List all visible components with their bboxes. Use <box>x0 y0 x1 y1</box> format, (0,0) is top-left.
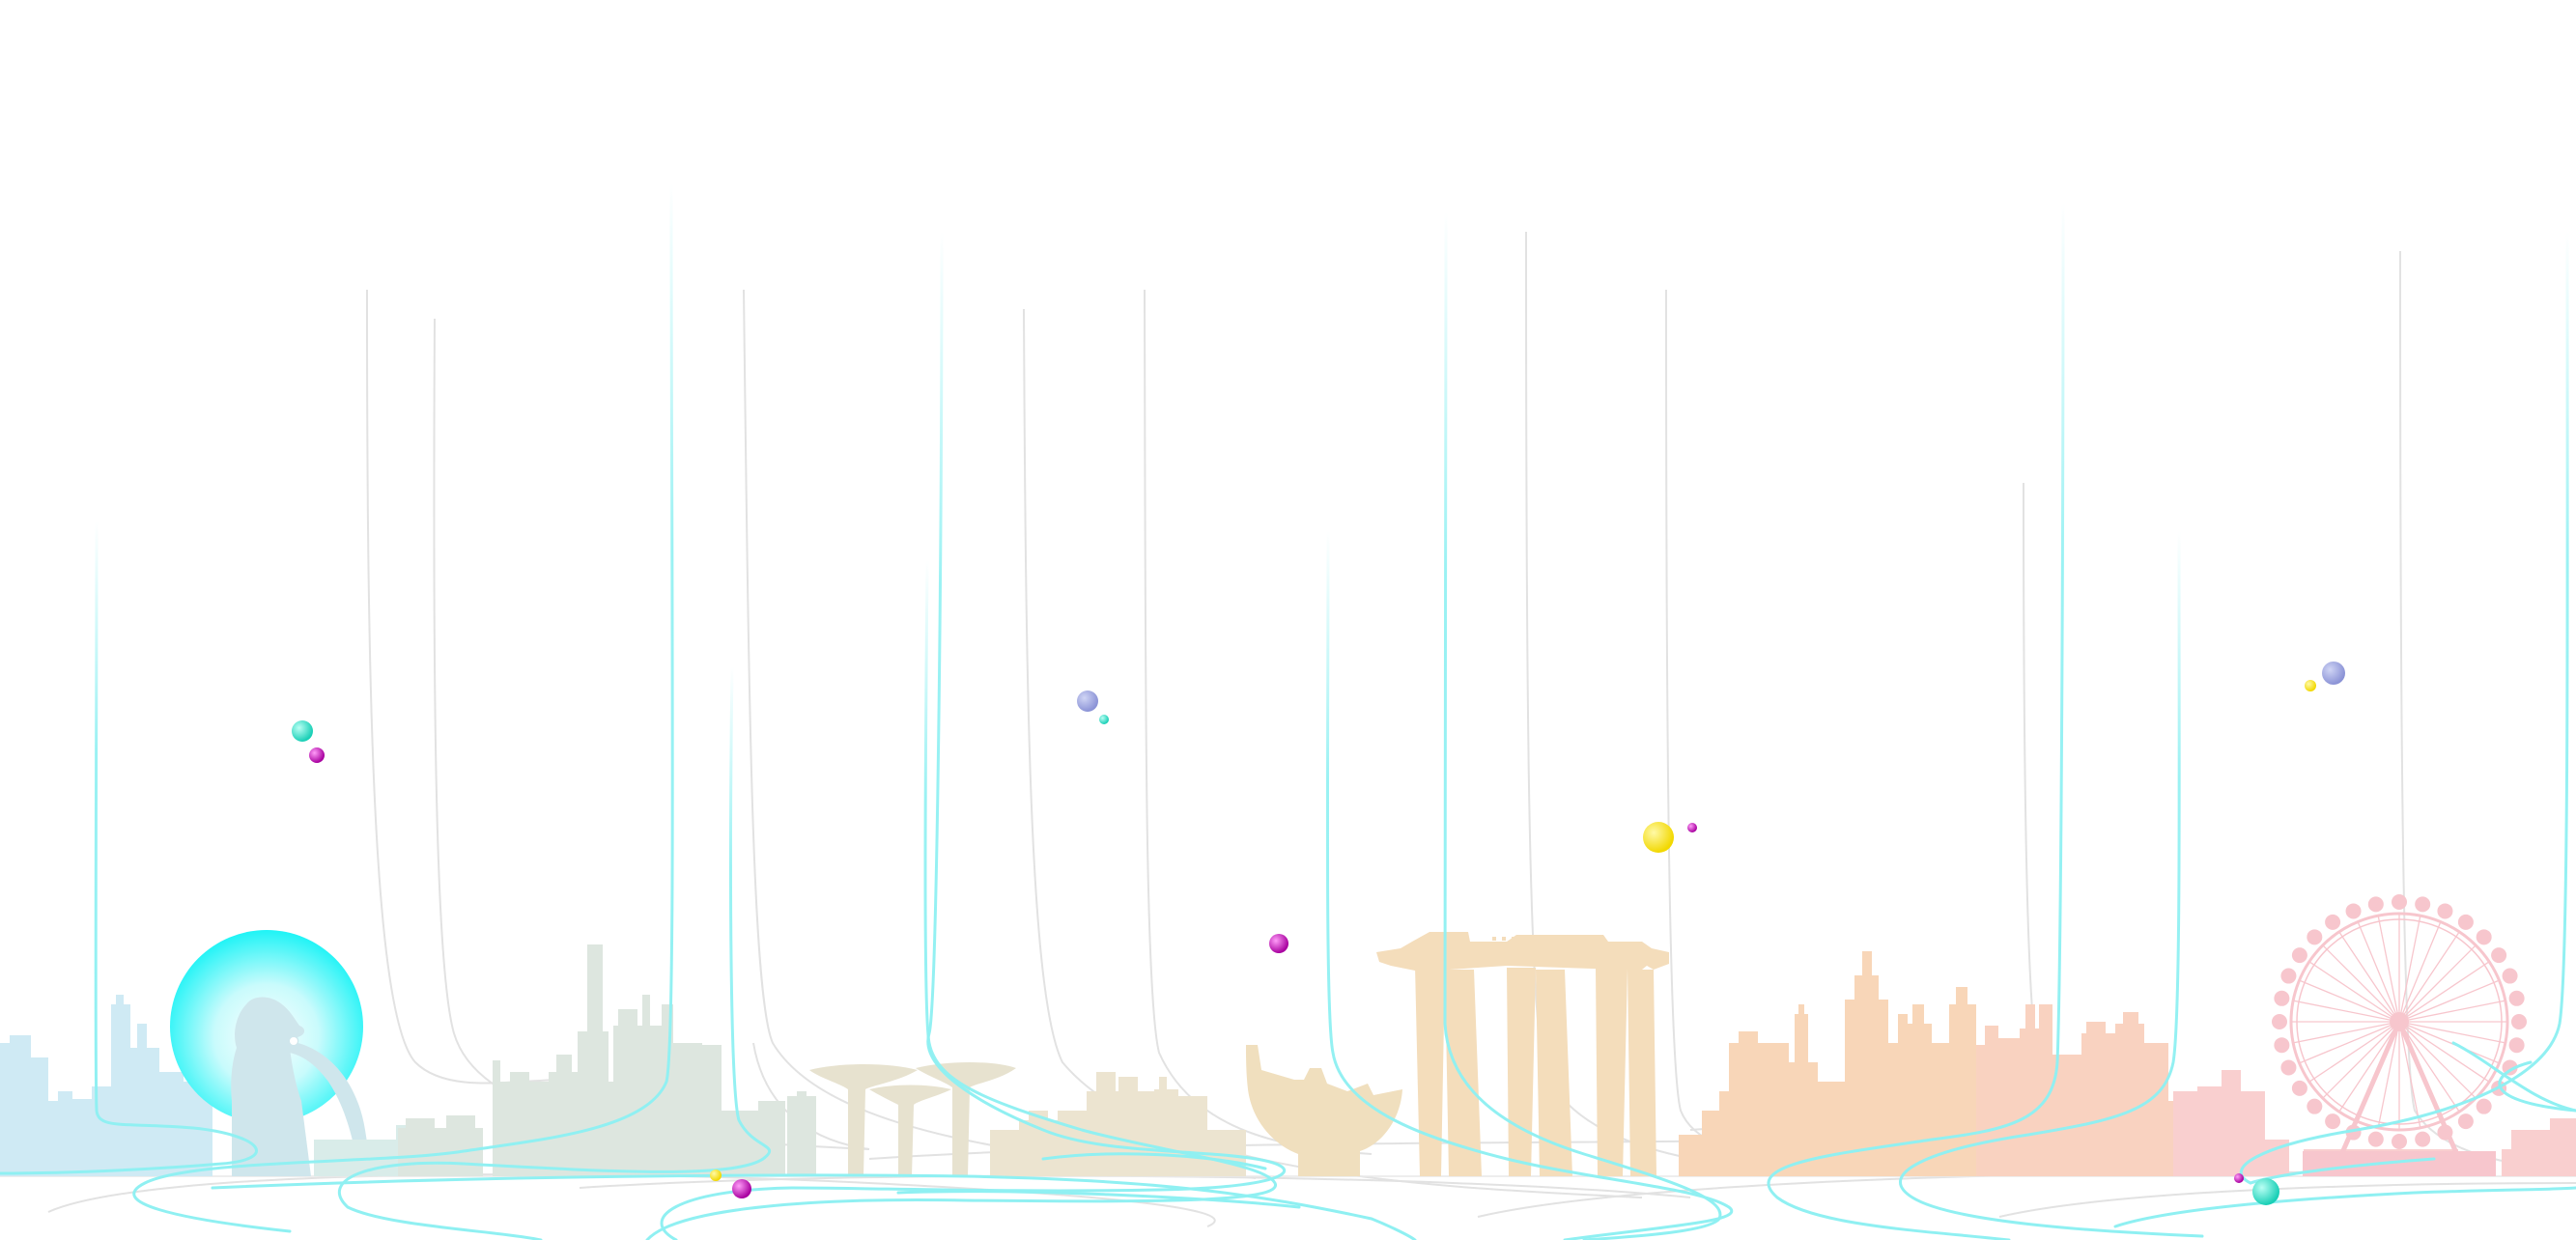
wheel-spoke <box>2299 979 2400 1023</box>
wheel-capsule <box>2274 1037 2290 1054</box>
wheel-capsule <box>2307 1098 2323 1114</box>
wheel-capsule <box>2272 1014 2287 1029</box>
orb-periwinkle <box>2322 662 2345 685</box>
orb-magenta <box>309 747 325 763</box>
wheel-spoke <box>2398 921 2442 1023</box>
wheel-capsule <box>2345 903 2362 919</box>
wheel-spoke <box>2398 1021 2421 1128</box>
wheel-capsule <box>2307 929 2323 945</box>
wheel-capsule <box>2291 1080 2307 1096</box>
orb-magenta <box>1269 934 1288 953</box>
orb-magenta <box>2234 1173 2244 1183</box>
marina-bay-sands-icon <box>1376 932 1669 1176</box>
wheel-spoke <box>2308 1021 2400 1083</box>
skyline-coral <box>1976 1004 2188 1176</box>
wheel-spoke <box>2398 916 2421 1023</box>
wheel-capsule <box>2415 1131 2431 1147</box>
orb-magenta <box>732 1179 751 1198</box>
orb-magenta <box>1687 823 1697 832</box>
wheel-capsule <box>2502 968 2518 984</box>
orb-yellow <box>2305 680 2316 691</box>
orb-cyan <box>292 720 313 742</box>
wheel-spoke <box>2398 1021 2490 1083</box>
orb-periwinkle <box>1077 690 1098 712</box>
observation-wheel-icon <box>2272 894 2527 1176</box>
wheel-capsule <box>2415 896 2431 913</box>
sands-skypark-dots <box>1492 937 1583 941</box>
wheel-spoke <box>2398 1021 2505 1044</box>
wheel-capsule <box>2325 914 2341 930</box>
orb-yellow <box>1643 822 1674 853</box>
wheel-capsule <box>2325 1113 2341 1130</box>
wheel-spoke <box>2398 961 2490 1023</box>
wheel-capsule <box>2476 929 2492 945</box>
wheel-spoke <box>2293 1021 2400 1044</box>
wheel-spoke <box>2398 944 2477 1023</box>
wheel-spoke <box>2338 931 2400 1023</box>
supertree-grove-icon <box>809 1062 1016 1176</box>
wheel-capsule <box>2392 1134 2407 1149</box>
orb-yellow <box>710 1170 722 1181</box>
skyline-mid <box>398 944 816 1176</box>
wheel-capsule <box>2508 990 2525 1006</box>
wheel-capsule <box>2367 896 2384 913</box>
wheel-spoke <box>2308 961 2400 1023</box>
orb-cyan <box>2252 1178 2279 1205</box>
skyline-sand <box>990 1072 1246 1176</box>
wheel-capsule <box>2511 1014 2527 1029</box>
wheel-capsule <box>2508 1037 2525 1054</box>
wheel-capsule <box>2476 1098 2492 1114</box>
skyline-peach <box>1679 951 1976 1176</box>
wheel-spoke <box>2377 916 2400 1023</box>
wheel-spoke <box>2398 931 2460 1023</box>
skyline-left <box>0 995 212 1176</box>
wheel-capsule <box>2457 1113 2474 1130</box>
wheel-capsule <box>2367 1131 2384 1147</box>
orb-cyan <box>1099 715 1109 724</box>
artscience-museum-icon <box>1246 1045 1402 1176</box>
wheel-capsule <box>2280 1059 2297 1076</box>
wheel-capsule <box>2280 968 2297 984</box>
wheel-spoke <box>2293 1000 2400 1023</box>
wheel-spoke <box>2398 1000 2505 1023</box>
wheel-spoke <box>2322 944 2400 1023</box>
wheel-spoke <box>2322 1021 2400 1099</box>
wheel-spoke <box>2338 1021 2400 1113</box>
floating-orbs <box>292 662 2345 1205</box>
wheel-capsule <box>2491 947 2507 964</box>
wheel-capsule <box>2437 903 2453 919</box>
wheel-capsule <box>2274 990 2290 1006</box>
wheel-spoke <box>2299 1021 2400 1064</box>
wheel-base <box>2303 1151 2496 1176</box>
wheel-spoke <box>2398 979 2500 1023</box>
wheel-spoke <box>2398 1021 2460 1113</box>
wheel-capsule <box>2291 947 2307 964</box>
wheel-capsule <box>2457 914 2474 930</box>
wheel-spoke <box>2357 921 2400 1023</box>
wheel-capsule <box>2392 894 2407 910</box>
wheel-spoke <box>2398 1021 2500 1064</box>
vertical-thin-lines <box>371 232 2414 1236</box>
wheel-spoke <box>2377 1021 2400 1128</box>
wheel-spoke <box>2398 1021 2477 1099</box>
cyan-flow-lines <box>0 182 2576 1240</box>
